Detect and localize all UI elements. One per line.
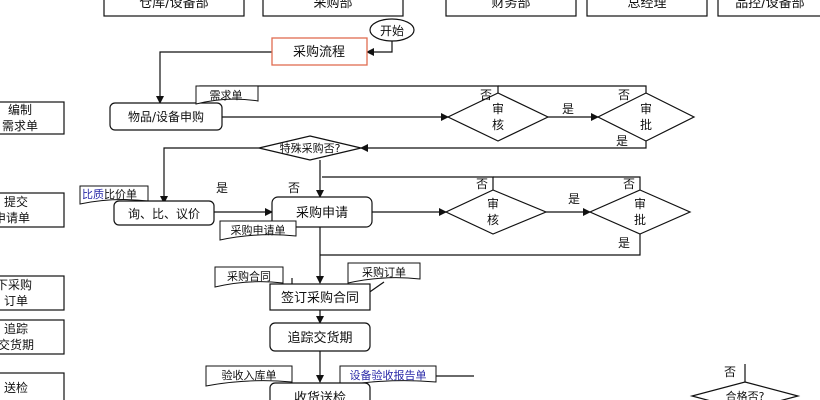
purchase-request-label: 物品/设备申购 bbox=[128, 109, 204, 124]
department-finance-label: 财务部 bbox=[491, 0, 530, 11]
step-submit-application-line1: 提交 bbox=[4, 194, 28, 209]
demand-form-document: 需求单 bbox=[195, 85, 259, 105]
qualified-no-label: 否 bbox=[724, 365, 736, 379]
inquiry-label: 询、比、议价 bbox=[128, 207, 200, 221]
review-1-line1: 审 bbox=[492, 101, 504, 116]
review-1-decision: 审 核 bbox=[446, 92, 550, 142]
track-delivery-node: 追踪交货期 bbox=[269, 322, 371, 352]
approve-2-yes-label: 是 bbox=[618, 236, 630, 250]
approve-2-no-label: 否 bbox=[623, 177, 635, 191]
department-general-manager-label: 总经理 bbox=[627, 0, 666, 11]
contract-label: 采购合同 bbox=[227, 269, 271, 283]
special-no-label: 否 bbox=[288, 181, 300, 195]
price-compare-document: 比质比价单 bbox=[79, 185, 149, 205]
step-track-delivery: 追踪 交货期 bbox=[0, 319, 65, 355]
step-track-delivery-line1: 追踪 bbox=[4, 321, 28, 336]
step-send-inspection-line1: 送检 bbox=[4, 380, 28, 395]
review-2-decision: 审 核 bbox=[444, 189, 548, 235]
department-quality: 品控/设备部 bbox=[717, 0, 820, 17]
price-compare-prefix: 比质 bbox=[82, 188, 104, 201]
receive-inspect-label: 收货送检 bbox=[294, 390, 346, 400]
review-2-line2: 核 bbox=[487, 213, 499, 227]
process-title-label: 采购流程 bbox=[293, 44, 345, 60]
price-compare-label: 比质比价单 bbox=[82, 188, 137, 201]
step-prepare-demand: 编制 需求单 bbox=[0, 101, 65, 135]
track-delivery-label: 追踪交货期 bbox=[287, 330, 352, 346]
qualified-label: 合格否? bbox=[726, 389, 765, 400]
process-title-node: 采购流程 bbox=[271, 37, 368, 66]
department-finance: 财务部 bbox=[445, 0, 577, 17]
approve-1-decision: 审 批 bbox=[596, 92, 696, 142]
step-prepare-demand-line2: 需求单 bbox=[2, 119, 38, 133]
apply-form-label: 采购申请单 bbox=[231, 223, 286, 237]
apply-form-document: 采购申请单 bbox=[219, 220, 297, 241]
special-purchase-label: 特殊采购否? bbox=[280, 141, 341, 155]
special-yes-label: 是 bbox=[216, 181, 228, 195]
qualified-decision: 合格否? bbox=[689, 381, 801, 400]
connectors bbox=[156, 38, 746, 383]
order-document: 采购订单 bbox=[347, 262, 421, 284]
step-submit-application-line2: 申请单 bbox=[0, 211, 30, 225]
department-purchasing: 采购部 bbox=[262, 0, 404, 17]
step-place-order-line1: 下采购 bbox=[0, 277, 32, 292]
special-purchase-decision: 特殊采购否? bbox=[258, 135, 362, 161]
start-label: 开始 bbox=[380, 24, 404, 38]
step-place-order: 下采购 订单 bbox=[0, 275, 65, 311]
price-compare-suffix: 比价单 bbox=[104, 188, 137, 201]
approve-1-no-label: 否 bbox=[618, 88, 630, 102]
step-column: 编制 需求单 提交 申请单 下采购 订单 追踪 交货期 送检 bbox=[0, 101, 65, 400]
approve-1-line2: 批 bbox=[640, 117, 652, 132]
approve-1-yes-label: 是 bbox=[616, 134, 628, 148]
step-place-order-line2: 订单 bbox=[4, 294, 28, 308]
step-prepare-demand-line1: 编制 bbox=[8, 102, 32, 117]
step-send-inspection: 送检 bbox=[0, 372, 65, 400]
department-warehouse-label: 仓库/设备部 bbox=[139, 0, 208, 11]
sign-contract-label: 签订采购合同 bbox=[281, 290, 359, 306]
contract-document: 采购合同 bbox=[214, 266, 284, 288]
purchase-apply-label: 采购申请 bbox=[296, 205, 348, 221]
department-warehouse: 仓库/设备部 bbox=[103, 0, 245, 17]
step-track-delivery-line2: 交货期 bbox=[0, 337, 34, 352]
approve-2-decision: 审 批 bbox=[588, 189, 692, 235]
sign-contract-node: 签订采购合同 bbox=[269, 283, 371, 311]
review-2-yes-label: 是 bbox=[568, 192, 580, 206]
inquiry-node: 询、比、议价 bbox=[113, 200, 215, 226]
purchase-apply-node: 采购申请 bbox=[271, 196, 373, 228]
approve-2-line1: 审 bbox=[634, 196, 646, 211]
department-headers: 仓库/设备部 采购部 财务部 总经理 品控/设备部 bbox=[103, 0, 820, 17]
order-label: 采购订单 bbox=[362, 265, 406, 279]
approve-1-line1: 审 bbox=[640, 101, 652, 116]
review-1-yes-label: 是 bbox=[562, 102, 574, 116]
step-submit-application: 提交 申请单 bbox=[0, 192, 65, 228]
department-purchasing-label: 采购部 bbox=[313, 0, 352, 11]
department-quality-label: 品控/设备部 bbox=[735, 0, 804, 11]
demand-form-label: 需求单 bbox=[210, 89, 243, 102]
review-1-line2: 核 bbox=[492, 118, 504, 132]
branch-labels: 否 是 否 是 是 否 否 是 否 是 否 bbox=[216, 88, 736, 379]
warehouse-receipt-label: 验收入库单 bbox=[222, 368, 277, 382]
approve-2-line2: 批 bbox=[634, 212, 646, 227]
purchase-request-node: 物品/设备申购 bbox=[109, 102, 223, 131]
warehouse-receipt-document: 验收入库单 bbox=[205, 365, 293, 387]
receive-inspect-node: 收货送检 bbox=[269, 382, 371, 400]
review-2-line1: 审 bbox=[487, 196, 499, 211]
department-general-manager: 总经理 bbox=[586, 0, 708, 17]
start-node: 开始 bbox=[369, 18, 415, 42]
review-2-no-label: 否 bbox=[476, 177, 488, 191]
review-1-no-label: 否 bbox=[480, 88, 492, 102]
acceptance-report-label: 设备验收报告单 bbox=[350, 368, 427, 382]
